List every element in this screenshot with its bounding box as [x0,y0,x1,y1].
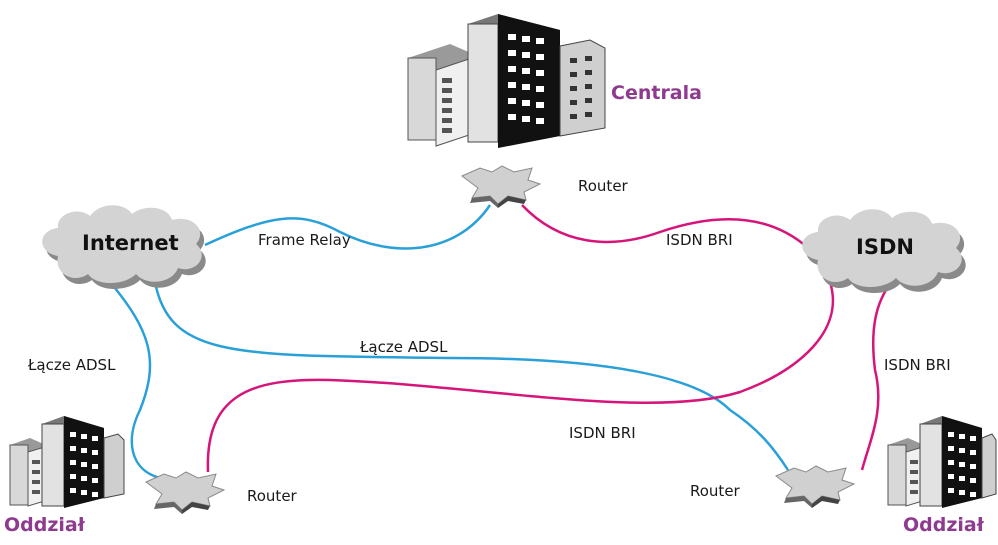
branch-right-building-icon [887,416,997,508]
link-label-isdn-bri-hq: ISDN BRI [666,231,733,249]
router-label-left: Router [247,487,297,505]
link-label-isdn-bri-cross: ISDN BRI [569,424,636,442]
link-label-frame-relay: Frame Relay [258,231,351,249]
cloud-label-isdn: ISDN [856,235,914,259]
adsl-link-left [109,281,161,480]
site-label-branch-right: Oddział [903,514,984,536]
router-right-icon [775,465,855,509]
internet-cloud-icon [42,205,206,289]
link-label-adsl-cross: Łącze ADSL [360,338,448,356]
link-label-isdn-bri-right: ISDN BRI [884,356,951,374]
isdn-cloud-icon [802,209,966,293]
adsl-link-cross [153,281,790,471]
isdn-link-hq [521,204,809,249]
isdn-link-right [860,277,896,471]
frame-relay-link [204,204,492,250]
hq-building-icon [407,14,606,148]
router-label-right: Router [690,482,740,500]
isdn-link-cross [206,281,835,473]
router-hq-icon [461,165,541,209]
router-label-hq: Router [578,177,628,195]
router-left-icon [145,471,225,515]
link-label-adsl-left: Łącze ADSL [28,356,116,374]
site-label-hq: Centrala [611,82,702,104]
cloud-label-internet: Internet [82,231,179,255]
site-label-branch-left: Oddział [4,514,85,536]
branch-left-building-icon [9,416,125,508]
